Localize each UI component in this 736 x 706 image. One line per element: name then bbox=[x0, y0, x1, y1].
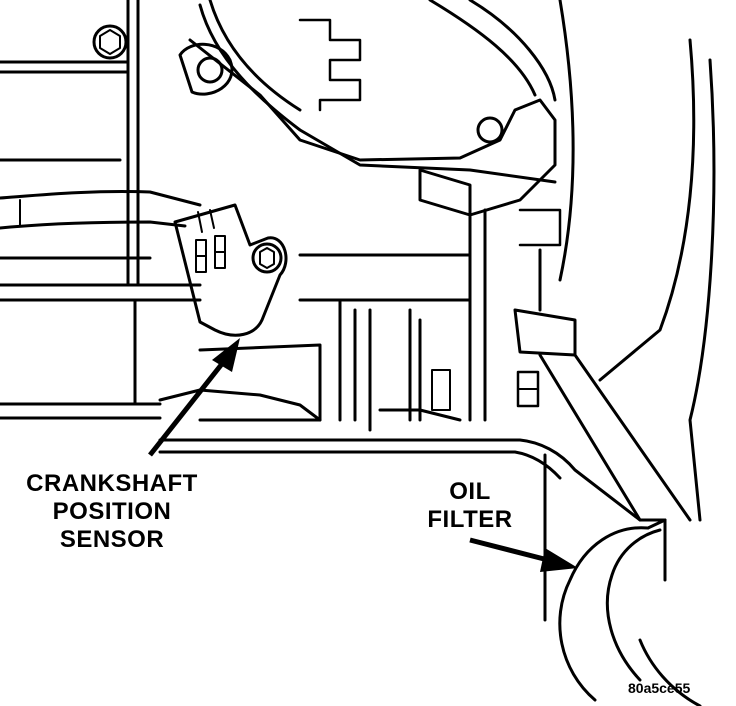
oil-filter-leader-arrow bbox=[469, 537, 578, 572]
label-line: FILTER bbox=[427, 506, 513, 533]
crankshaft-position-sensor bbox=[173, 203, 288, 337]
label-line: OIL bbox=[449, 478, 491, 505]
engine-block-center bbox=[158, 208, 562, 432]
wiring-harness bbox=[0, 190, 202, 260]
crankshaft-leader-arrow bbox=[148, 338, 240, 457]
oil-filter bbox=[558, 518, 702, 706]
oil-pan-rail bbox=[158, 438, 642, 622]
label-line: SENSOR bbox=[59, 526, 165, 553]
label-line: CRANKSHAFT bbox=[26, 470, 198, 497]
mounting-bracket bbox=[178, 38, 557, 217]
timing-cover bbox=[198, 0, 575, 282]
figure-reference-code: 80a5ce55 bbox=[628, 680, 691, 696]
upper-bolt bbox=[92, 24, 128, 60]
engine-block-left bbox=[0, 0, 202, 420]
oil-filter-label: OIL FILTER bbox=[408, 478, 532, 534]
crankshaft-sensor-label: CRANKSHAFT POSITION SENSOR bbox=[12, 470, 212, 554]
label-line: POSITION bbox=[52, 498, 172, 525]
lower-bolt bbox=[516, 370, 540, 408]
